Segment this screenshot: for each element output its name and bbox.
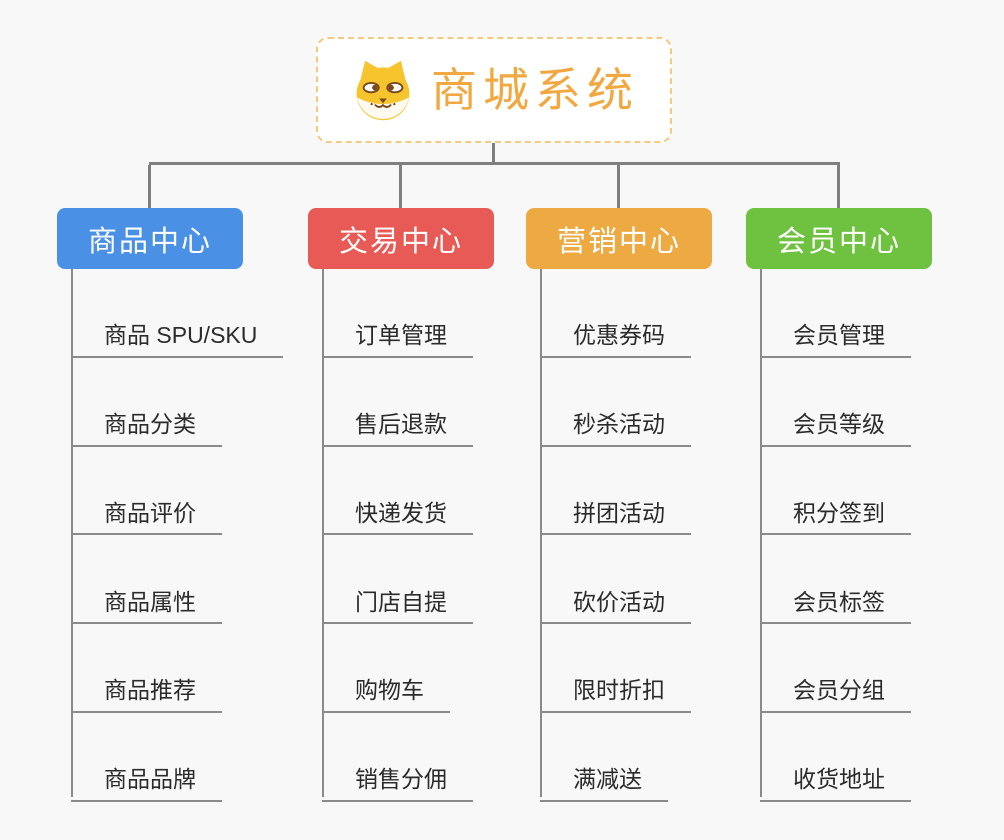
branch-trunk-line — [760, 269, 762, 797]
leaf-node[interactable]: 会员分组 — [760, 677, 911, 713]
leaf-node[interactable]: 收货地址 — [760, 766, 911, 802]
connector-drop-branch-1 — [148, 165, 151, 208]
branch-node-marketing-center[interactable]: 营销中心 — [526, 208, 712, 269]
leaf-node[interactable]: 快递发货 — [322, 500, 473, 536]
leaf-node[interactable]: 商品分类 — [71, 411, 222, 447]
leaf-node[interactable]: 商品 SPU/SKU — [71, 322, 284, 358]
leaf-node[interactable]: 秒杀活动 — [540, 411, 691, 447]
connector-drop-branch-2 — [399, 165, 402, 208]
branch-trunk-line — [540, 269, 542, 797]
leaf-node[interactable]: 满减送 — [540, 766, 668, 802]
leaf-node[interactable]: 砍价活动 — [540, 589, 691, 625]
branch-node-member-center[interactable]: 会员中心 — [746, 208, 932, 269]
branch-trunk-line — [322, 269, 324, 797]
leaf-node[interactable]: 门店自提 — [322, 589, 473, 625]
leaf-node[interactable]: 订单管理 — [322, 322, 473, 358]
connector-root-stub — [492, 143, 495, 165]
leaf-node[interactable]: 会员标签 — [760, 589, 911, 625]
branch-column-member-center: 会员中心 会员管理 会员等级 积分签到 会员标签 会员分组 收货地址 — [746, 208, 986, 802]
leaf-node[interactable]: 销售分佣 — [322, 766, 473, 802]
leaf-node[interactable]: 商品品牌 — [71, 766, 222, 802]
branch-column-product-center: 商品中心 商品 SPU/SKU 商品分类 商品评价 商品属性 商品推荐 商品品牌 — [57, 208, 297, 802]
branch-column-trade-center: 交易中心 订单管理 售后退款 快递发货 门店自提 购物车 销售分佣 — [308, 208, 548, 802]
leaf-node[interactable]: 限时折扣 — [540, 677, 691, 713]
branch-trunk-line — [71, 269, 73, 797]
branch-column-marketing-center: 营销中心 优惠券码 秒杀活动 拼团活动 砍价活动 限时折扣 满减送 — [526, 208, 766, 802]
leaf-node[interactable]: 商品评价 — [71, 500, 222, 536]
leaf-node[interactable]: 积分签到 — [760, 500, 911, 536]
leaf-node[interactable]: 购物车 — [322, 677, 450, 713]
leaf-node[interactable]: 商品推荐 — [71, 677, 222, 713]
leaf-node[interactable]: 商品属性 — [71, 589, 222, 625]
connector-drop-branch-3 — [617, 165, 620, 208]
connector-bus-line — [149, 162, 840, 165]
branch-node-product-center[interactable]: 商品中心 — [57, 208, 243, 269]
connector-drop-branch-4 — [837, 165, 840, 208]
dog-face-icon — [356, 60, 410, 121]
leaf-node[interactable]: 会员等级 — [760, 411, 911, 447]
branch-node-trade-center[interactable]: 交易中心 — [308, 208, 494, 269]
leaf-node[interactable]: 拼团活动 — [540, 500, 691, 536]
root-title: 商城系统 — [431, 64, 639, 116]
leaf-node[interactable]: 会员管理 — [760, 322, 911, 358]
root-node-mall-system[interactable]: 商城系统 — [316, 37, 672, 143]
leaf-node[interactable]: 售后退款 — [322, 411, 473, 447]
leaf-node[interactable]: 优惠券码 — [540, 322, 691, 358]
